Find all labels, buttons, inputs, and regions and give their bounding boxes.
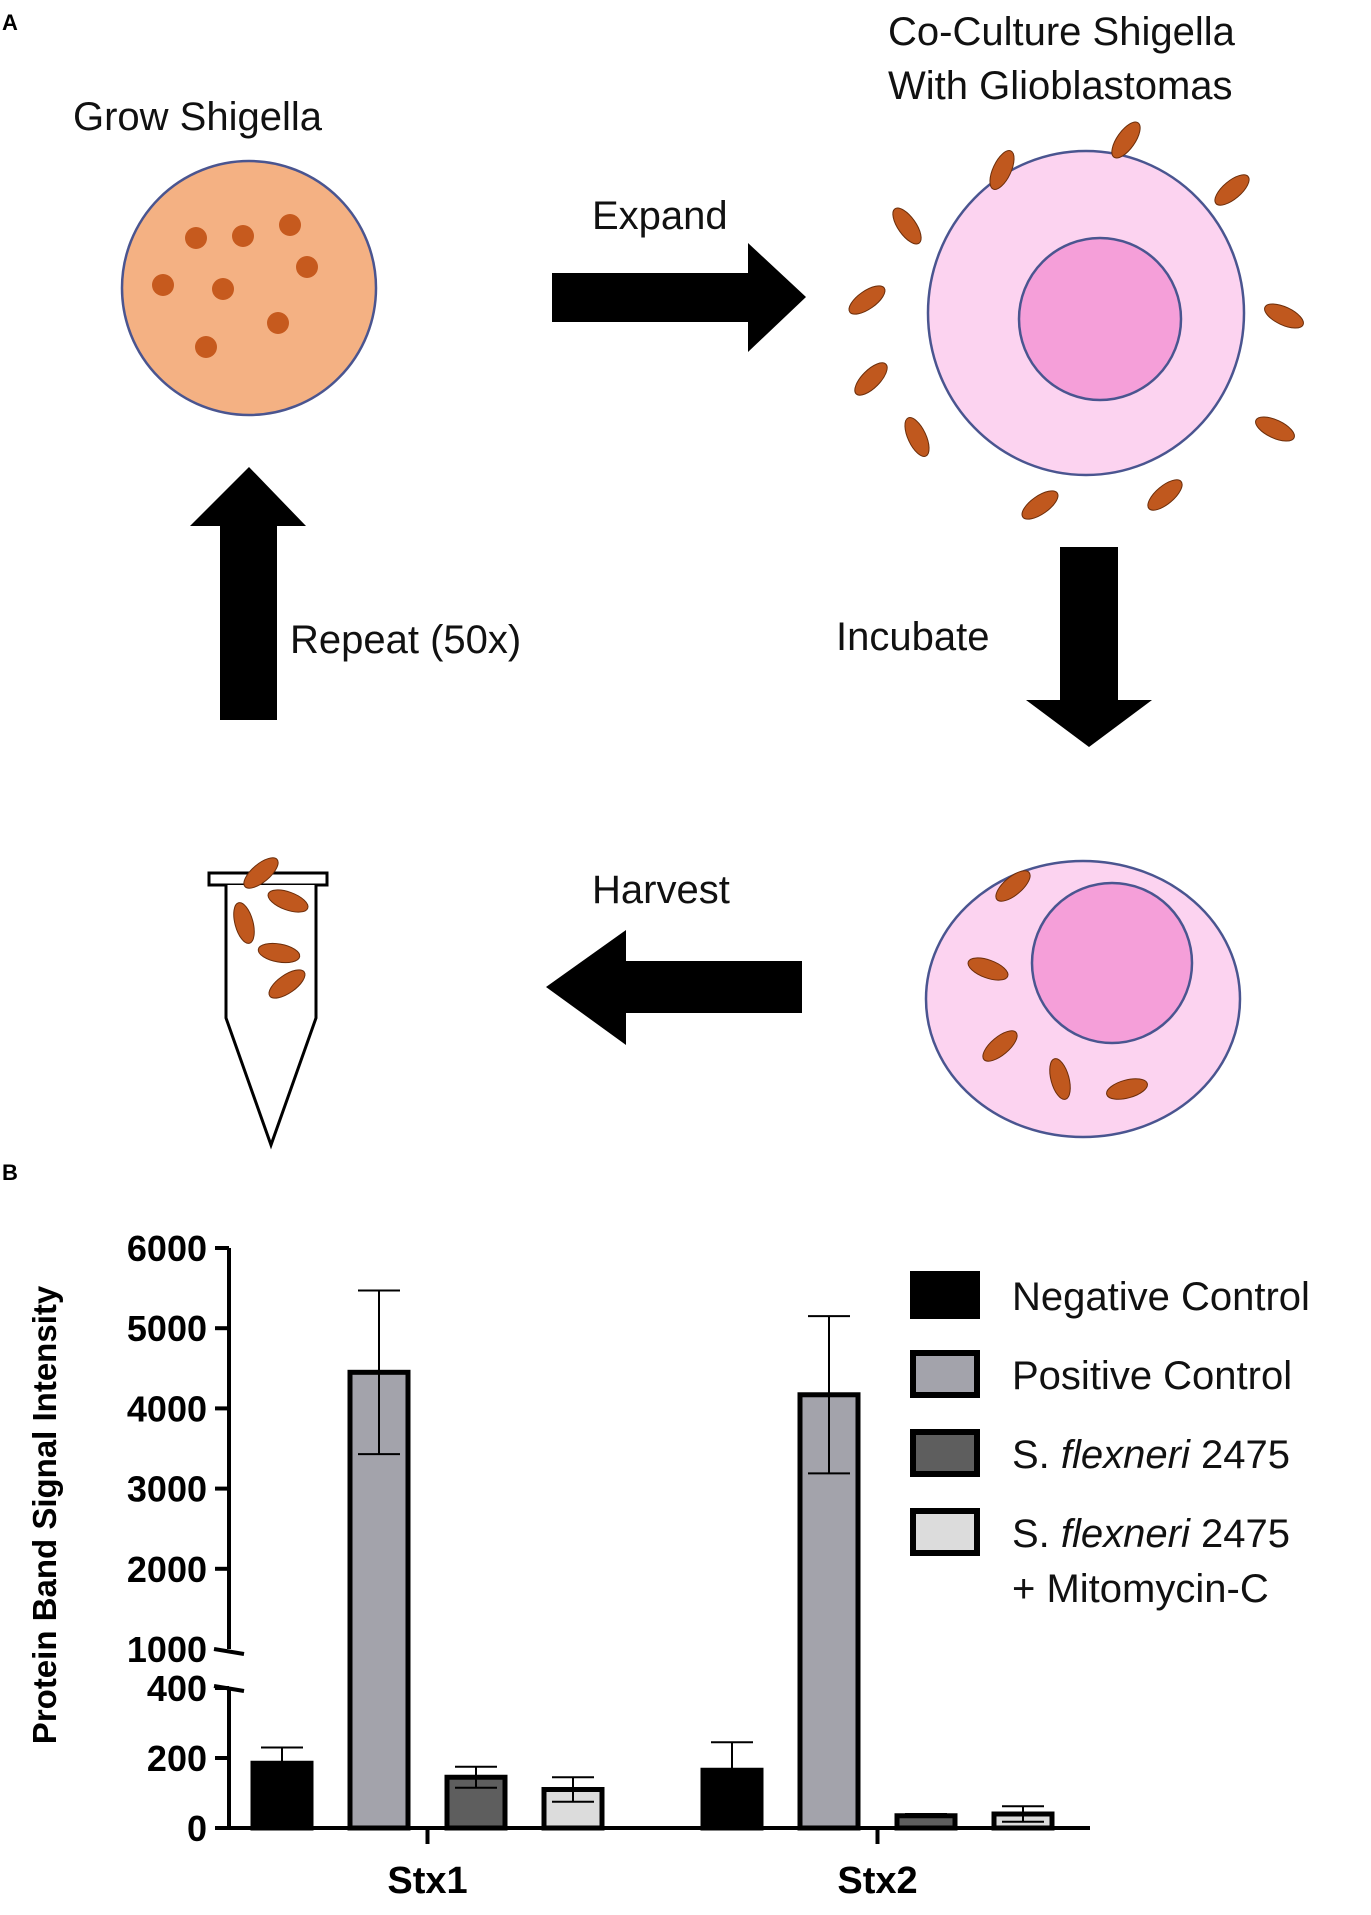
colony-dot <box>232 225 254 247</box>
harvest-label: Harvest <box>592 868 730 912</box>
bacterium <box>989 150 1015 190</box>
bacterium <box>904 417 930 457</box>
cell-nucleus <box>1017 236 1183 402</box>
repeat-arrow-icon <box>190 467 306 720</box>
bacterium <box>257 942 301 964</box>
intracellular-bacteria <box>967 870 1148 1100</box>
incubate-arrow-icon <box>1026 547 1152 747</box>
incubate-label: Incubate <box>836 615 989 659</box>
bacterium <box>268 969 306 999</box>
y-tick-label: 400 <box>147 1668 207 1709</box>
collection-tube <box>207 857 329 1150</box>
bacterium <box>892 207 922 245</box>
expand-label: Expand <box>592 194 728 238</box>
harvest-arrow-icon <box>546 930 802 1045</box>
legend-label: S. flexneri 2475 <box>1012 1512 1290 1556</box>
y-tick-label: 4000 <box>127 1388 207 1429</box>
harvested-bacteria <box>233 857 309 999</box>
legend-label: S. flexneri 2475 <box>1012 1433 1290 1477</box>
chart-error-bars <box>261 1289 1044 1823</box>
y-tick-label: 200 <box>147 1738 207 1779</box>
extracellular-bacteria <box>848 121 1304 520</box>
y-tick-label: 5000 <box>127 1308 207 1349</box>
glioblastoma-cell-coculture <box>848 121 1304 520</box>
y-tick-label: 1000 <box>127 1629 207 1670</box>
legend-swatch <box>910 1508 980 1556</box>
bacterium <box>1106 1078 1148 1100</box>
colony-dot <box>212 278 234 300</box>
colony-dot <box>195 336 217 358</box>
colony-dot <box>279 214 301 236</box>
colony-dot <box>267 312 289 334</box>
bacterium <box>995 870 1031 902</box>
bacterium <box>233 902 255 944</box>
bar <box>894 1813 958 1831</box>
coculture-label-line1: Co-Culture Shigella <box>888 10 1236 54</box>
expand-arrow-icon <box>552 243 806 352</box>
colony-dot <box>185 227 207 249</box>
bacterium <box>1214 174 1250 206</box>
bacterium <box>243 857 279 889</box>
bacterium <box>967 957 1009 981</box>
y-tick-label: 2000 <box>127 1549 207 1590</box>
bacterium <box>982 1030 1018 1062</box>
y-axis-label: Protein Band Signal Intensity <box>26 1285 63 1744</box>
bacterium <box>1021 490 1059 520</box>
glioblastoma-cell-infected <box>924 859 1242 1139</box>
bacterium <box>854 362 888 396</box>
y-tick-label: 3000 <box>127 1469 207 1510</box>
panel-a-letter: A <box>2 10 18 35</box>
bacterium <box>1264 303 1304 329</box>
colony-dot <box>296 256 318 278</box>
bacterium <box>1147 479 1183 511</box>
repeat-label: Repeat (50x) <box>290 618 521 662</box>
axis-break-mark <box>213 1647 245 1656</box>
infected-cell-nucleus <box>1030 881 1194 1045</box>
panel-b-letter: B <box>2 1160 18 1185</box>
y-tick-label: 6000 <box>127 1228 207 1269</box>
bacterium <box>267 889 309 913</box>
bacterium <box>1049 1058 1071 1100</box>
bacterium <box>848 285 886 315</box>
legend-swatch <box>910 1429 980 1477</box>
bacterium <box>1111 121 1141 159</box>
bacterium <box>1255 416 1295 442</box>
petri-plate <box>120 159 378 417</box>
y-tick-label: 0 <box>187 1808 207 1849</box>
bar-chart: Protein Band Signal Intensity 0 200 400100… <box>26 1228 1310 1902</box>
grow-shigella-label: Grow Shigella <box>73 95 323 139</box>
colony-dot <box>152 274 174 296</box>
x-category-label: Stx1 <box>387 1860 467 1902</box>
coculture-label-line2: With Glioblastomas <box>888 64 1233 108</box>
legend-label: Negative Control <box>1012 1275 1310 1319</box>
legend-label-line2: + Mitomycin-C <box>1012 1567 1269 1611</box>
chart-category-labels: Stx1 Stx2 <box>387 1860 917 1902</box>
legend-swatch <box>910 1271 980 1319</box>
petri-plate-disc <box>120 159 378 417</box>
legend-swatch <box>910 1350 980 1398</box>
legend-label: Positive Control <box>1012 1354 1292 1398</box>
colonies <box>152 214 318 358</box>
x-category-label: Stx2 <box>837 1860 917 1902</box>
